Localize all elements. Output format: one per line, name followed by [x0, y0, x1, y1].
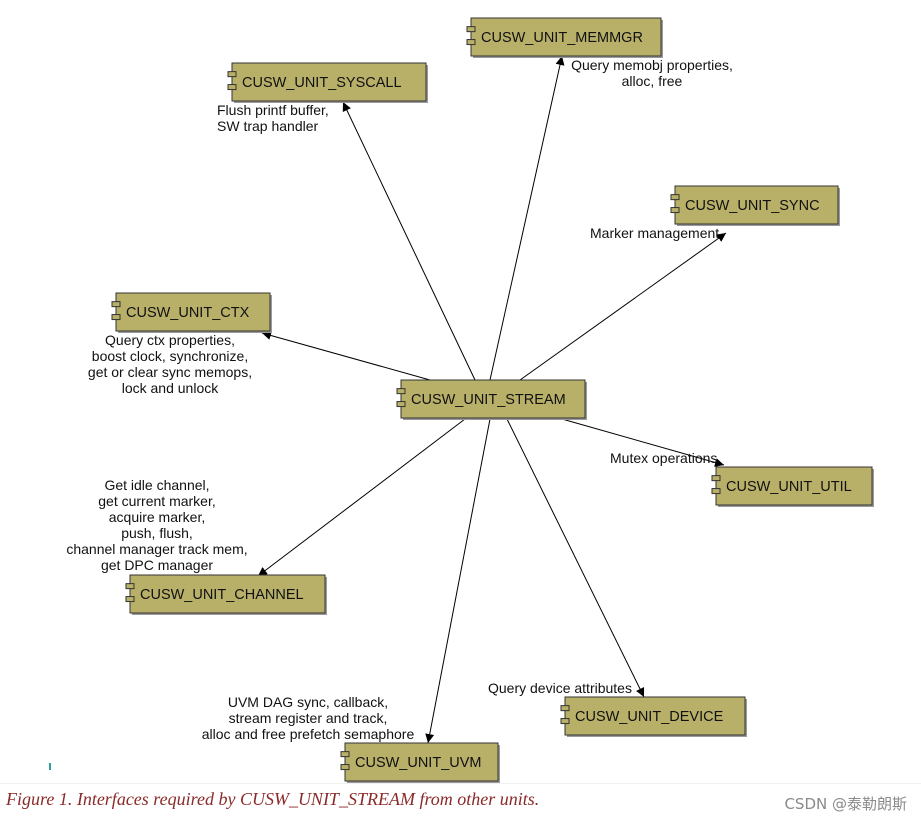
arrow-stream-to-memmgr	[489, 55, 565, 381]
unit-box-ctx-body	[115, 292, 271, 332]
unit-box-uvm-tab-2	[340, 764, 350, 771]
unit-box-ctx-tab-1	[111, 301, 121, 308]
unit-box-memmgr: CUSW_UNIT_MEMMGR	[466, 17, 663, 58]
annotation-ctx-line-4: lock and unlock	[122, 380, 220, 396]
annotation-channel: Get idle channel,get current marker,acqu…	[66, 477, 247, 573]
annotation-syscall-line-2: SW trap handler	[217, 118, 318, 134]
annotation-sync-line-1: Marker management	[590, 225, 719, 241]
unit-box-channel-label: CUSW_UNIT_CHANNEL	[140, 587, 304, 603]
annotation-ctx-line-2: boost clock, synchronize,	[92, 348, 248, 364]
arrow-stream-to-sync	[519, 232, 727, 381]
unit-box-sync-tab-1	[670, 194, 680, 201]
unit-box-util-label: CUSW_UNIT_UTIL	[726, 479, 852, 495]
annotation-util-line-1: Mutex operations	[610, 450, 717, 466]
unit-box-syscall: CUSW_UNIT_SYSCALL	[227, 62, 428, 103]
annotation-syscall: Flush printf buffer,SW trap handler	[217, 102, 329, 134]
unit-box-memmgr-body	[470, 17, 662, 57]
interface-annotations: Query memobj properties,alloc, freeFlush…	[66, 57, 733, 742]
unit-box-syscall-tab-2	[227, 84, 237, 91]
arrow-stream-to-util	[561, 418, 725, 467]
unit-box-device-tab-1	[560, 705, 570, 712]
unit-box-device-label: CUSW_UNIT_DEVICE	[575, 709, 724, 725]
unit-box-syscall-label: CUSW_UNIT_SYSCALL	[242, 75, 402, 91]
annotation-channel-line-3: acquire marker,	[109, 509, 205, 525]
csdn-watermark: CSDN @泰勒朗斯	[784, 795, 907, 813]
annotation-device: Query device attributes	[488, 680, 632, 696]
annotation-sync: Marker management	[590, 225, 719, 241]
caption-divider	[0, 783, 921, 784]
unit-box-uvm-body	[344, 742, 499, 782]
annotation-uvm-line-2: stream register and track,	[229, 710, 388, 726]
annotation-syscall-line-1: Flush printf buffer,	[217, 102, 329, 118]
unit-box-sync: CUSW_UNIT_SYNC	[670, 185, 840, 226]
unit-box-ctx-label: CUSW_UNIT_CTX	[126, 305, 250, 321]
arrow-stream-to-channel	[257, 418, 466, 577]
annotation-memmgr: Query memobj properties,alloc, free	[571, 57, 733, 89]
unit-boxes: CUSW_UNIT_STREAM CUSW_UNIT_MEMMGR CUSW_UNI…	[111, 17, 874, 783]
figure-caption: Figure 1. Interfaces required by CUSW_UN…	[6, 789, 540, 809]
unit-box-util-body	[715, 466, 873, 506]
component-diagram: CUSW_UNIT_STREAM CUSW_UNIT_MEMMGR CUSW_UNI…	[66, 17, 874, 783]
unit-box-channel-body	[129, 574, 326, 614]
unit-box-memmgr-tab-1	[466, 26, 476, 33]
unit-box-device-tab-2	[560, 718, 570, 725]
annotation-ctx-line-3: get or clear sync memops,	[88, 364, 252, 380]
arrow-stream-to-ctx	[261, 331, 431, 381]
arrow-stream-to-uvm	[425, 418, 491, 744]
annotation-device-line-1: Query device attributes	[488, 680, 632, 696]
unit-box-sync-label: CUSW_UNIT_SYNC	[685, 198, 820, 214]
annotation-uvm-line-1: UVM DAG sync, callback,	[228, 694, 388, 710]
annotation-util: Mutex operations	[610, 450, 717, 466]
unit-box-util-tab-1	[711, 475, 721, 482]
unit-box-stream-body	[400, 379, 586, 419]
unit-box-util-tab-2	[711, 488, 721, 495]
annotation-memmgr-line-2: alloc, free	[622, 73, 683, 89]
unit-box-stream: CUSW_UNIT_STREAM	[396, 379, 587, 420]
unit-box-channel: CUSW_UNIT_CHANNEL	[125, 574, 327, 615]
unit-box-channel-tab-1	[125, 583, 135, 590]
unit-box-memmgr-label: CUSW_UNIT_MEMMGR	[481, 30, 643, 46]
arrow-stream-to-syscall	[342, 101, 476, 381]
annotation-channel-line-2: get current marker,	[98, 493, 216, 509]
annotation-ctx-line-1: Query ctx properties,	[105, 332, 235, 348]
unit-box-stream-tab-2	[396, 401, 406, 408]
unit-box-uvm: CUSW_UNIT_UVM	[340, 742, 500, 783]
unit-box-device-body	[564, 696, 746, 736]
annotation-channel-line-5: channel manager track mem,	[66, 541, 247, 557]
unit-box-ctx: CUSW_UNIT_CTX	[111, 292, 272, 333]
unit-box-device: CUSW_UNIT_DEVICE	[560, 696, 747, 737]
unit-box-uvm-tab-1	[340, 751, 350, 758]
unit-box-memmgr-tab-2	[466, 39, 476, 46]
unit-box-stream-tab-1	[396, 388, 406, 395]
cursor-marker	[49, 763, 51, 770]
annotation-channel-line-1: Get idle channel,	[104, 477, 209, 493]
unit-box-sync-body	[674, 185, 839, 225]
annotation-channel-line-4: push, flush,	[121, 525, 193, 541]
annotation-uvm-line-3: alloc and free prefetch semaphore	[202, 726, 415, 742]
arrow-stream-to-device	[506, 418, 645, 698]
annotation-ctx: Query ctx properties,boost clock, synchr…	[88, 332, 252, 396]
unit-box-syscall-tab-1	[227, 71, 237, 78]
unit-box-ctx-tab-2	[111, 314, 121, 321]
unit-box-util: CUSW_UNIT_UTIL	[711, 466, 874, 507]
unit-box-channel-tab-2	[125, 596, 135, 603]
unit-box-syscall-body	[231, 62, 427, 102]
annotation-uvm: UVM DAG sync, callback,stream register a…	[202, 694, 415, 742]
annotation-channel-line-6: get DPC manager	[101, 557, 213, 573]
unit-box-stream-label: CUSW_UNIT_STREAM	[411, 392, 566, 408]
unit-box-uvm-label: CUSW_UNIT_UVM	[355, 755, 481, 771]
dependency-arrows	[257, 55, 727, 744]
unit-box-sync-tab-2	[670, 207, 680, 214]
annotation-memmgr-line-1: Query memobj properties,	[571, 57, 733, 73]
